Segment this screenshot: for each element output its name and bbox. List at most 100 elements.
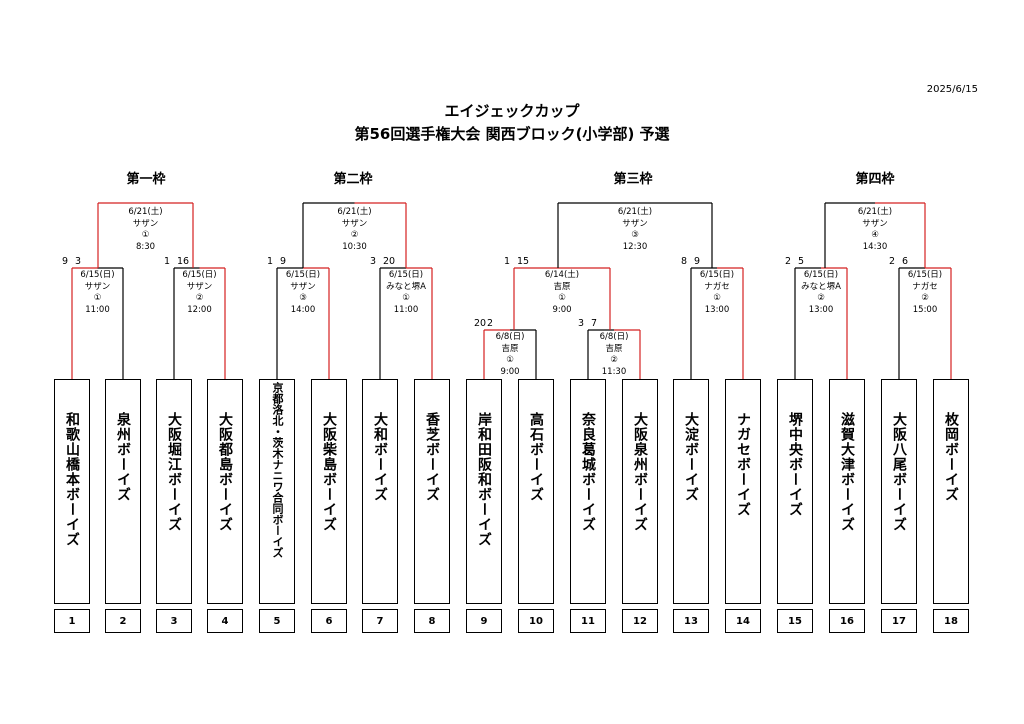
- title-line-2: 第56回選手権大会 関西ブロック(小学部) 予選: [354, 125, 670, 143]
- match-date: 6/21(土): [617, 207, 653, 217]
- team-box: ナガセボーイズ: [725, 379, 761, 604]
- team-number: 15: [777, 609, 813, 633]
- score-left: 2: [785, 256, 792, 267]
- score-left: 1: [267, 256, 274, 267]
- team-box: 大阪都島ボーイズ: [207, 379, 243, 604]
- match-time: 11:00: [85, 304, 110, 315]
- score-right: 7: [591, 318, 598, 329]
- score-right: 20: [383, 256, 396, 267]
- team-box: 滋賀大津ボーイズ: [829, 379, 865, 604]
- team-name: 滋賀大津ボーイズ: [839, 412, 855, 532]
- match-date: 6/15(日): [80, 270, 115, 280]
- match-time: 8:30: [135, 241, 156, 252]
- match-game: ②: [350, 230, 359, 240]
- score-left: 1: [164, 256, 171, 267]
- match-game: ②: [610, 355, 618, 365]
- score-right: 9: [280, 256, 287, 267]
- team-name: 香芝ボーイズ: [424, 412, 440, 502]
- team-number: 8: [414, 609, 450, 633]
- match-game: ④: [871, 230, 879, 240]
- score-left: 20: [474, 318, 487, 329]
- team-name: ナガセボーイズ: [735, 412, 751, 517]
- team-box: 大淀ボーイズ: [673, 379, 709, 604]
- match-venue: みなと堺A: [386, 281, 426, 292]
- match-date: 6/15(日): [907, 270, 943, 280]
- match-game: ②: [195, 293, 204, 303]
- team-name: 大阪都島ボーイズ: [217, 412, 233, 532]
- match-date: 6/15(日): [388, 270, 424, 280]
- score-right: 9: [694, 256, 701, 267]
- team-number: 16: [829, 609, 865, 633]
- match-time: 12:30: [622, 241, 648, 252]
- match-time: 13:00: [704, 304, 730, 315]
- team-name: 枚岡ボーイズ: [943, 412, 959, 502]
- team-number: 4: [207, 609, 243, 633]
- team-number: 12: [622, 609, 658, 633]
- team-name: 堺中央ボーイズ: [787, 412, 803, 517]
- score-left: 8: [681, 256, 688, 267]
- team-number: 13: [673, 609, 709, 633]
- team-box: 香芝ボーイズ: [414, 379, 450, 604]
- match-date: 6/21(土): [857, 207, 893, 217]
- team-name: 大阪泉州ボーイズ: [632, 412, 648, 532]
- team-box: 奈良葛城ボーイズ: [570, 379, 606, 604]
- team-name: 大阪八尾ボーイズ: [891, 412, 907, 532]
- team-name: 高石ボーイズ: [528, 412, 544, 502]
- team-box: 大和ボーイズ: [362, 379, 398, 604]
- bracket-label-3: 第三枠: [613, 172, 653, 187]
- score-right: 16: [177, 256, 190, 267]
- score-left: 3: [578, 318, 585, 329]
- match-time: 11:00: [393, 304, 419, 315]
- match-venue: 吉原: [605, 343, 623, 354]
- match-venue: 吉原: [501, 343, 519, 354]
- match-venue: サザン: [84, 281, 111, 292]
- score-right: 6: [902, 256, 909, 267]
- match-time: 14:30: [862, 241, 888, 252]
- title-line-1: エイジェックカップ: [444, 102, 580, 120]
- team-number: 9: [466, 609, 502, 633]
- bracket-label-1: 第一枠: [126, 172, 166, 187]
- match-date: 6/8(日): [599, 332, 629, 342]
- match-game: ②: [817, 293, 825, 303]
- match-venue: サザン: [862, 218, 888, 229]
- match-time: 14:00: [290, 304, 316, 315]
- team-number: 11: [570, 609, 606, 633]
- team-number: 7: [362, 609, 398, 633]
- match-venue: サザン: [341, 218, 368, 229]
- match-time: 15:00: [912, 304, 938, 315]
- match-game: ③: [631, 230, 639, 240]
- match-venue: ナガセ: [704, 281, 730, 292]
- team-number: 18: [933, 609, 969, 633]
- match-venue: サザン: [186, 281, 213, 292]
- match-game: ①: [402, 293, 410, 303]
- team-box: 泉州ボーイズ: [105, 379, 141, 604]
- team-number: 14: [725, 609, 761, 633]
- match-time: 11:30: [601, 366, 627, 377]
- match-time: 10:30: [342, 241, 367, 252]
- team-name: 京都洛北・茨木ナニワ合同ボーイズ: [271, 382, 284, 558]
- score-left: 9: [62, 256, 69, 267]
- team-box: 高石ボーイズ: [518, 379, 554, 604]
- team-number: 1: [54, 609, 90, 633]
- team-box: 大阪堀江ボーイズ: [156, 379, 192, 604]
- match-date: 6/15(日): [699, 270, 735, 280]
- match-date: 6/15(日): [285, 270, 321, 280]
- score-left: 3: [370, 256, 377, 267]
- team-number: 2: [105, 609, 141, 633]
- match-date: 6/21(土): [337, 207, 372, 217]
- match-time: 9:00: [552, 304, 572, 315]
- team-box: 枚岡ボーイズ: [933, 379, 969, 604]
- match-game: ①: [141, 230, 150, 240]
- team-name: 大阪柴島ボーイズ: [321, 412, 337, 532]
- match-game: ②: [921, 293, 929, 303]
